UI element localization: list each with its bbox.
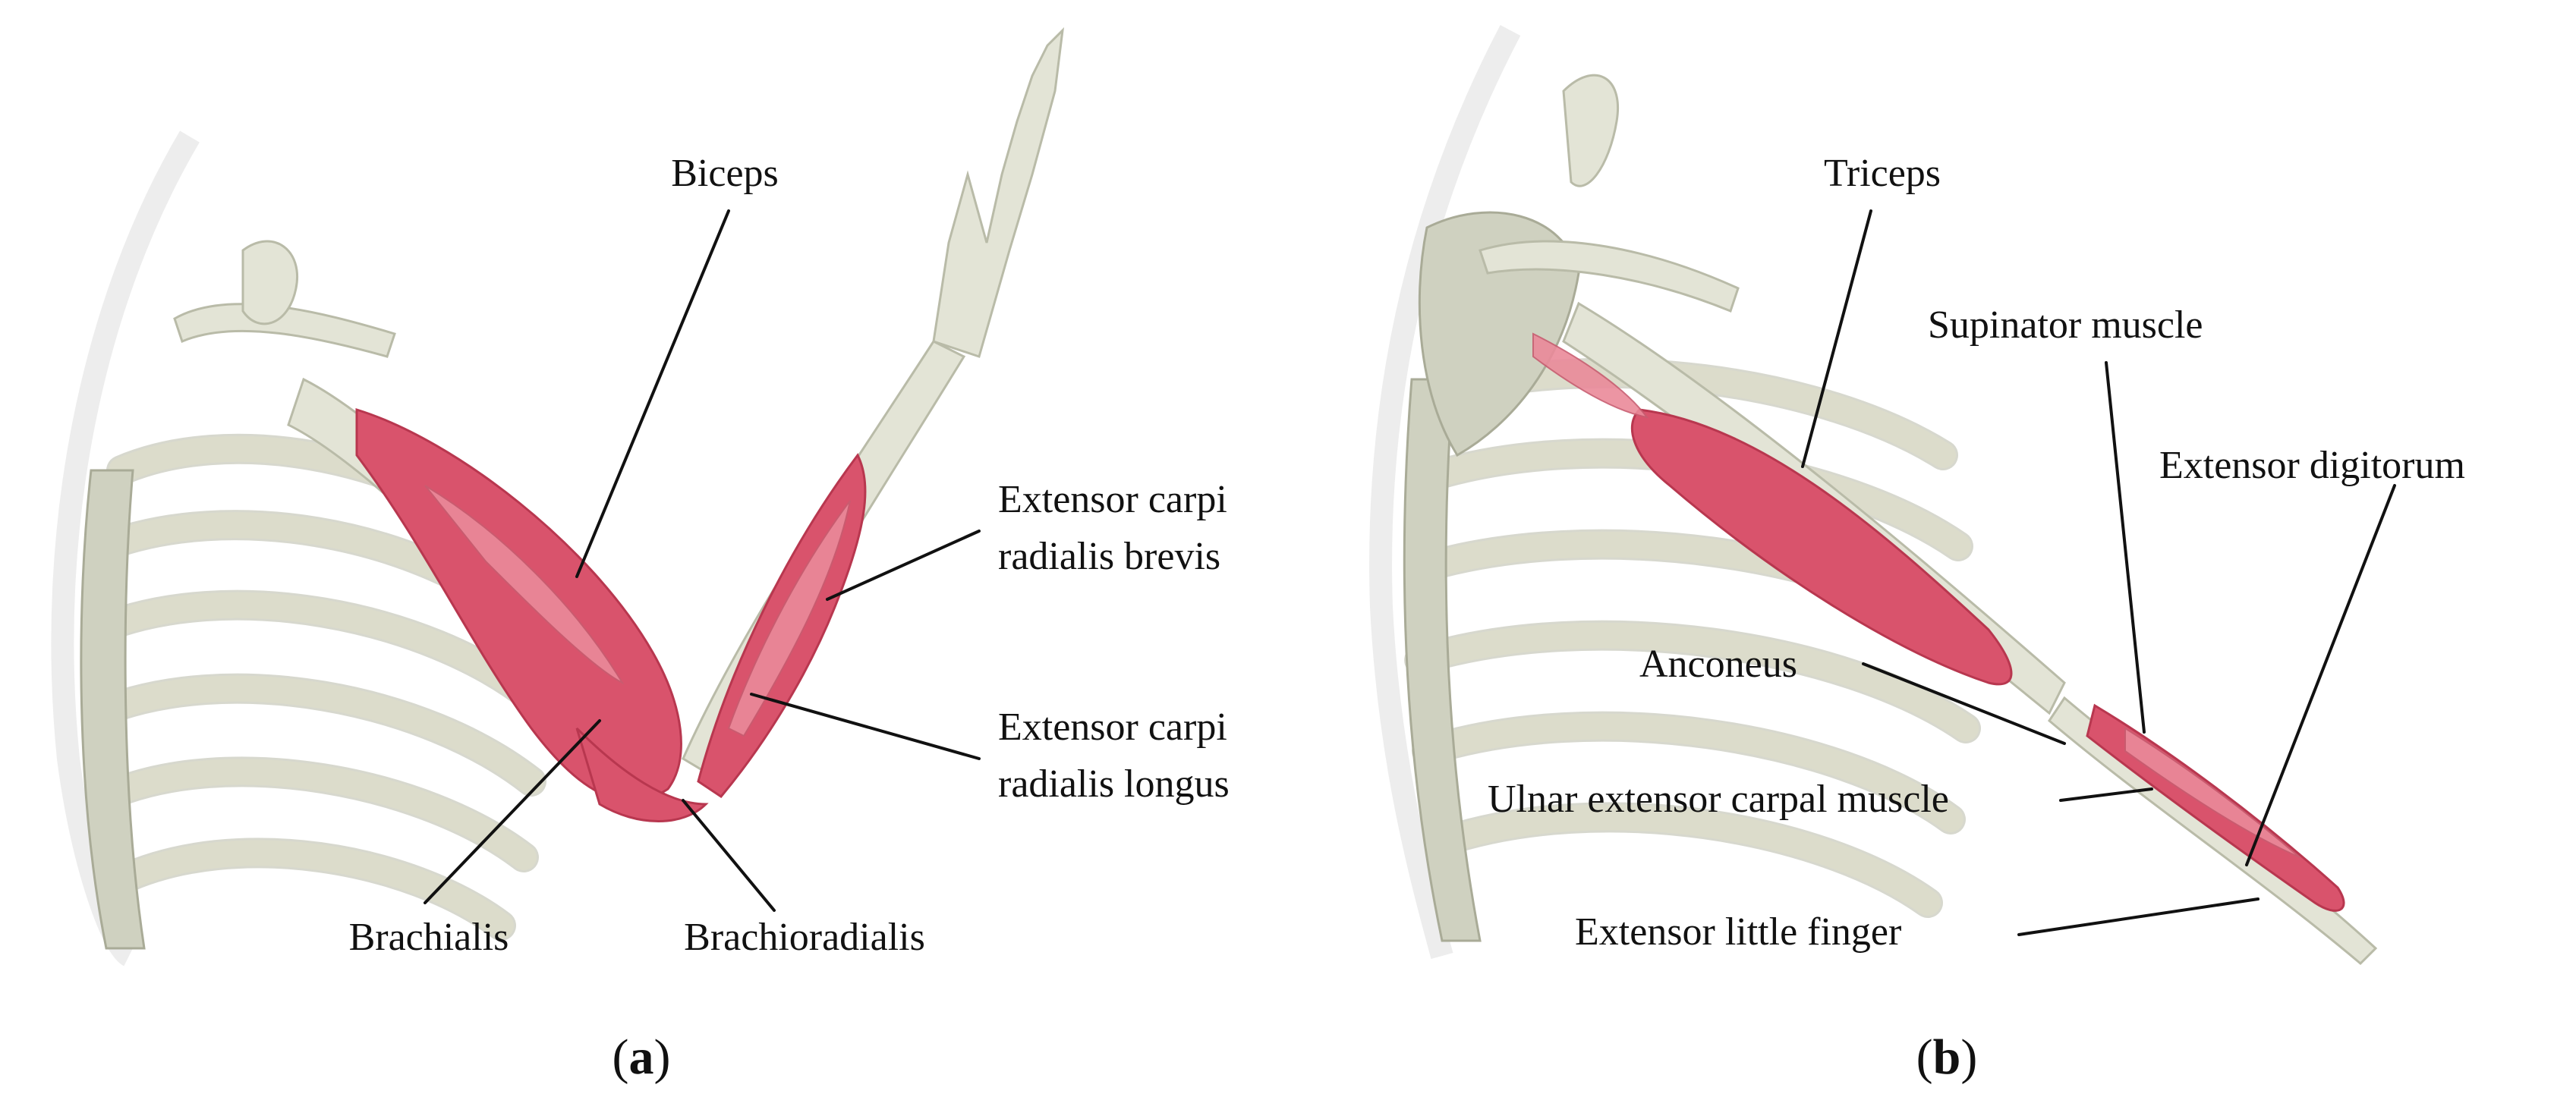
panel-a-extensor-highlight xyxy=(727,500,851,737)
panel-b-illustration xyxy=(1369,25,2378,966)
leader-anconeus xyxy=(1862,662,2066,745)
leader-triceps xyxy=(1801,209,1872,468)
label-ecrb-line2: radialis brevis xyxy=(998,535,1220,578)
label-triceps: Triceps xyxy=(1824,152,1941,195)
leader-ulnar-extensor xyxy=(2059,787,2153,802)
panel-b-scapula xyxy=(1418,211,1580,457)
leader-brachioradialis xyxy=(682,799,776,912)
leader-extensor-digitorum xyxy=(2245,484,2396,866)
leader-extensor-little-finger xyxy=(2017,897,2260,936)
panel-b-caption: (b) xyxy=(1916,1029,1978,1085)
label-ecrl-line1: Extensor carpi xyxy=(998,706,1227,749)
panel-a-biceps-muscle xyxy=(355,407,682,803)
panel-b-extensor-highlight xyxy=(2124,727,2300,858)
panel-a-brachioradialis-muscle xyxy=(575,727,709,822)
leader-ecrb xyxy=(826,530,981,601)
label-supinator: Supinator muscle xyxy=(1928,303,2203,347)
label-brachioradialis: Brachioradialis xyxy=(684,916,925,959)
panel-b-vertebra xyxy=(1562,74,1619,187)
panel-a-hand xyxy=(932,27,1065,358)
leader-brachialis xyxy=(424,719,601,904)
panel-b-triceps-tendon xyxy=(1532,332,1649,419)
label-ecrl-line2: radialis longus xyxy=(998,762,1230,806)
label-extensor-digitorum: Extensor digitorum xyxy=(2159,444,2465,487)
panel-a-vertebra xyxy=(241,240,298,325)
label-ulnar-extensor: Ulnar extensor carpal muscle xyxy=(1488,778,1949,821)
panel-a-ribcage xyxy=(80,433,546,950)
panel-b-leader-lines xyxy=(1801,209,2396,936)
panel-b-triceps-muscle xyxy=(1630,408,2013,686)
leader-biceps xyxy=(575,209,730,578)
panel-a-biceps-highlight xyxy=(424,485,625,685)
panel-a-caption: (a) xyxy=(613,1029,671,1085)
leader-supinator xyxy=(2105,361,2146,734)
leader-ecrl xyxy=(750,693,981,760)
panel-b-labels: Triceps Supinator muscle Extensor digito… xyxy=(1488,152,2465,954)
label-anconeus: Anconeus xyxy=(1639,643,1797,686)
label-biceps: Biceps xyxy=(671,152,779,195)
label-brachialis: Brachialis xyxy=(349,916,509,959)
panel-b-skin-outline xyxy=(1369,25,1521,959)
panel-a-leader-lines xyxy=(424,209,981,912)
panel-b-clavicle xyxy=(1479,240,1740,313)
panel-a-labels: Biceps Extensor carpi radialis brevis Ex… xyxy=(349,152,1230,959)
label-extensor-little-finger: Extensor little finger xyxy=(1575,910,1901,954)
panel-a-clavicle xyxy=(173,303,396,358)
panel-a-illustration xyxy=(51,27,1065,967)
label-ecrb-line1: Extensor carpi xyxy=(998,478,1227,521)
